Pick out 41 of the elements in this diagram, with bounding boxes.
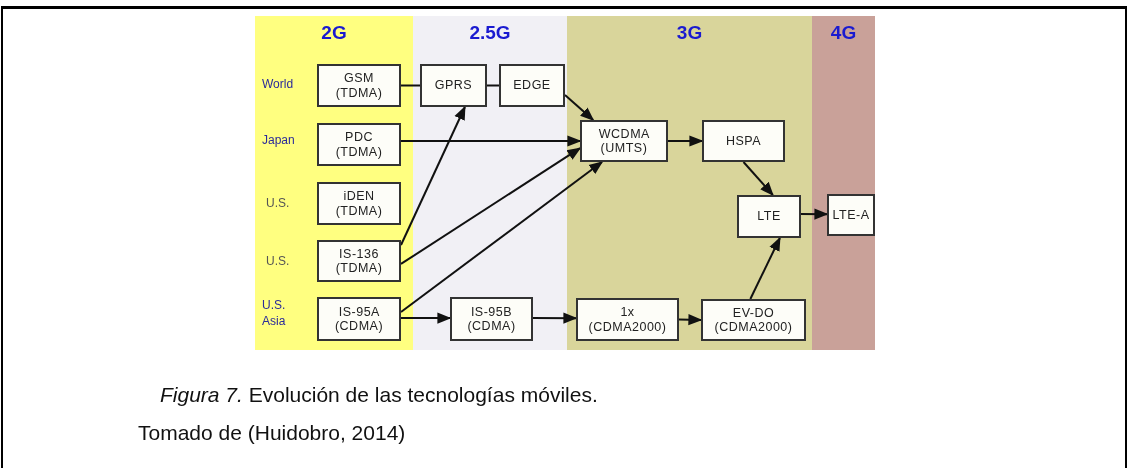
technology-box: IS-95B (CDMA) bbox=[450, 297, 533, 341]
era-band bbox=[567, 16, 812, 350]
era-heading: 3G bbox=[675, 22, 704, 44]
technology-box: IS-136 (TDMA) bbox=[317, 240, 401, 282]
arrow bbox=[400, 105, 466, 247]
arrow bbox=[667, 135, 704, 147]
region-label: U.S. bbox=[266, 254, 291, 270]
technology-box: HSPA bbox=[702, 120, 785, 162]
era-band bbox=[812, 16, 875, 350]
region-label: World bbox=[262, 77, 295, 93]
technology-box: IS-95A (CDMA) bbox=[317, 297, 401, 341]
technology-box: LTE bbox=[737, 195, 801, 238]
arrow bbox=[400, 135, 582, 147]
arrow bbox=[400, 147, 582, 265]
technology-box: EV-DO (CDMA2000) bbox=[701, 299, 806, 341]
figure-caption: Figura 7. Evolución de las tecnologías móviles. bbox=[160, 383, 598, 407]
era-heading: 4G bbox=[829, 22, 858, 44]
region-label: U.S. bbox=[266, 196, 291, 212]
era-band bbox=[413, 16, 567, 350]
technology-box: iDEN (TDMA) bbox=[317, 182, 401, 225]
source-note: Tomado de (Huidobro, 2014) bbox=[138, 421, 406, 445]
technology-box: 1x (CDMA2000) bbox=[576, 298, 679, 341]
technology-box: PDC (TDMA) bbox=[317, 123, 401, 166]
technology-box: GSM (TDMA) bbox=[317, 64, 401, 107]
arrow bbox=[532, 312, 578, 324]
arrow bbox=[400, 161, 604, 313]
arrow bbox=[564, 93, 595, 121]
arrow bbox=[742, 161, 774, 197]
technology-box: LTE-A bbox=[827, 194, 875, 236]
era-heading: 2G bbox=[320, 22, 348, 44]
era-heading: 2.5G bbox=[468, 22, 512, 44]
era-band bbox=[255, 16, 413, 350]
region-label: U.S. Asia bbox=[262, 298, 287, 330]
arrow bbox=[400, 312, 452, 324]
arrow bbox=[800, 208, 829, 220]
arrow bbox=[749, 236, 781, 300]
region-label: Japan bbox=[262, 133, 296, 149]
technology-box: EDGE bbox=[499, 64, 565, 107]
technology-box: WCDMA (UMTS) bbox=[580, 120, 668, 162]
technology-box: GPRS bbox=[420, 64, 487, 107]
arrow bbox=[678, 314, 703, 326]
